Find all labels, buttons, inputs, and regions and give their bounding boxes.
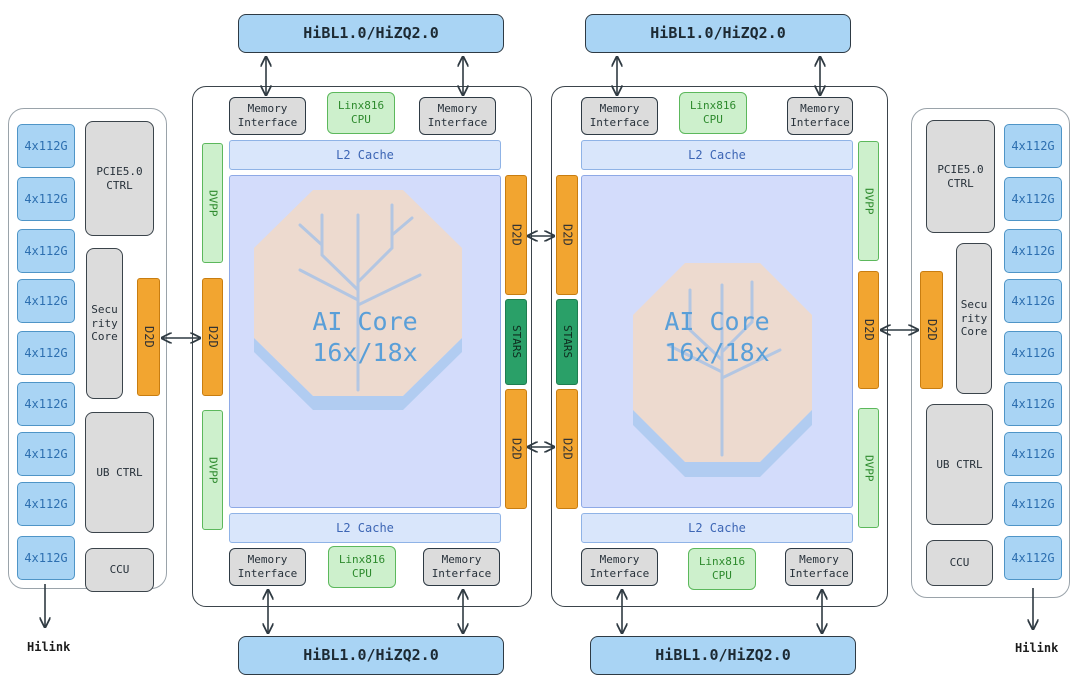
right-die-memory-interface-bottom-2: Memory Interface — [785, 548, 853, 586]
left-port-1: 4x112G — [17, 124, 75, 168]
left-port-8: 4x112G — [17, 482, 75, 526]
right-die-stars: STARS — [556, 299, 578, 385]
right-hilink-label: Hilink — [1015, 641, 1059, 655]
right-port-3: 4x112G — [1004, 229, 1062, 273]
left-die-cpu-top: Linx816 CPU — [327, 92, 395, 134]
right-port-4: 4x112G — [1004, 279, 1062, 323]
left-hilink-label: Hilink — [27, 640, 71, 654]
left-die-dvpp-bottom: DVPP — [202, 410, 223, 530]
hibl-bottom-right: HiBL1.0/HiZQ2.0 — [590, 636, 856, 675]
right-port-7: 4x112G — [1004, 432, 1062, 476]
left-port-3: 4x112G — [17, 229, 75, 273]
left-die-dvpp-top: DVPP — [202, 143, 223, 263]
left-io-d2d: D2D — [137, 278, 160, 396]
right-security-core: Secu rity Core — [956, 243, 992, 394]
hibl-bottom-left: HiBL1.0/HiZQ2.0 — [238, 636, 504, 675]
right-die-memory-interface-top-2: Memory Interface — [787, 97, 853, 135]
right-port-5: 4x112G — [1004, 331, 1062, 375]
hibl-top-right: HiBL1.0/HiZQ2.0 — [585, 14, 851, 53]
right-die-d2d-left-top: D2D — [556, 175, 578, 295]
right-die-d2d-right: D2D — [858, 271, 879, 389]
right-pcie-ctrl: PCIE5.0 CTRL — [926, 120, 995, 233]
right-port-2: 4x112G — [1004, 177, 1062, 221]
left-port-7: 4x112G — [17, 432, 75, 476]
hibl-top-left: HiBL1.0/HiZQ2.0 — [238, 14, 504, 53]
right-port-1: 4x112G — [1004, 124, 1062, 168]
right-die-l2-cache-top: L2 Cache — [581, 140, 853, 170]
left-port-5: 4x112G — [17, 331, 75, 375]
left-port-6: 4x112G — [17, 382, 75, 426]
right-die-cpu-bottom: Linx816 CPU — [688, 548, 756, 590]
left-ub-ctrl: UB CTRL — [85, 412, 154, 533]
left-port-9: 4x112G — [17, 536, 75, 580]
left-die-memory-interface-bottom-2: Memory Interface — [423, 548, 500, 586]
left-ccu: CCU — [85, 548, 154, 592]
chip-tree-icon — [633, 263, 812, 477]
right-ub-ctrl: UB CTRL — [926, 404, 993, 525]
left-pcie-ctrl: PCIE5.0 CTRL — [85, 121, 154, 236]
left-die-l2-cache-bottom: L2 Cache — [229, 513, 501, 543]
left-die-d2d-right-top: D2D — [505, 175, 527, 295]
left-die-memory-interface-top-1: Memory Interface — [229, 97, 306, 135]
right-port-8: 4x112G — [1004, 482, 1062, 526]
right-die-dvpp-bottom: DVPP — [858, 408, 879, 528]
right-die-d2d-left-bottom: D2D — [556, 389, 578, 509]
right-io-d2d: D2D — [920, 271, 943, 389]
left-security-core: Secu rity Core — [86, 248, 123, 399]
right-ccu: CCU — [926, 540, 993, 586]
left-port-4: 4x112G — [17, 279, 75, 323]
left-port-2: 4x112G — [17, 177, 75, 221]
left-die-d2d-left: D2D — [202, 278, 223, 396]
right-die-memory-interface-top-1: Memory Interface — [581, 97, 658, 135]
left-die-cpu-bottom: Linx816 CPU — [328, 546, 396, 588]
left-die-d2d-right-bottom: D2D — [505, 389, 527, 509]
chip-tree-icon — [254, 190, 462, 410]
left-die-stars: STARS — [505, 299, 527, 385]
right-port-6: 4x112G — [1004, 382, 1062, 426]
right-die-l2-cache-bottom: L2 Cache — [581, 513, 853, 543]
right-die-cpu-top: Linx816 CPU — [679, 92, 747, 134]
left-die-l2-cache-top: L2 Cache — [229, 140, 501, 170]
right-ai-core-label: AI Core 16x/18x — [664, 307, 770, 368]
left-die-memory-interface-top-2: Memory Interface — [419, 97, 496, 135]
left-die-memory-interface-bottom-1: Memory Interface — [229, 548, 306, 586]
right-die-dvpp-top: DVPP — [858, 141, 879, 261]
left-ai-core-label: AI Core 16x/18x — [312, 307, 418, 368]
right-port-9: 4x112G — [1004, 536, 1062, 580]
right-die-memory-interface-bottom-1: Memory Interface — [581, 548, 658, 586]
